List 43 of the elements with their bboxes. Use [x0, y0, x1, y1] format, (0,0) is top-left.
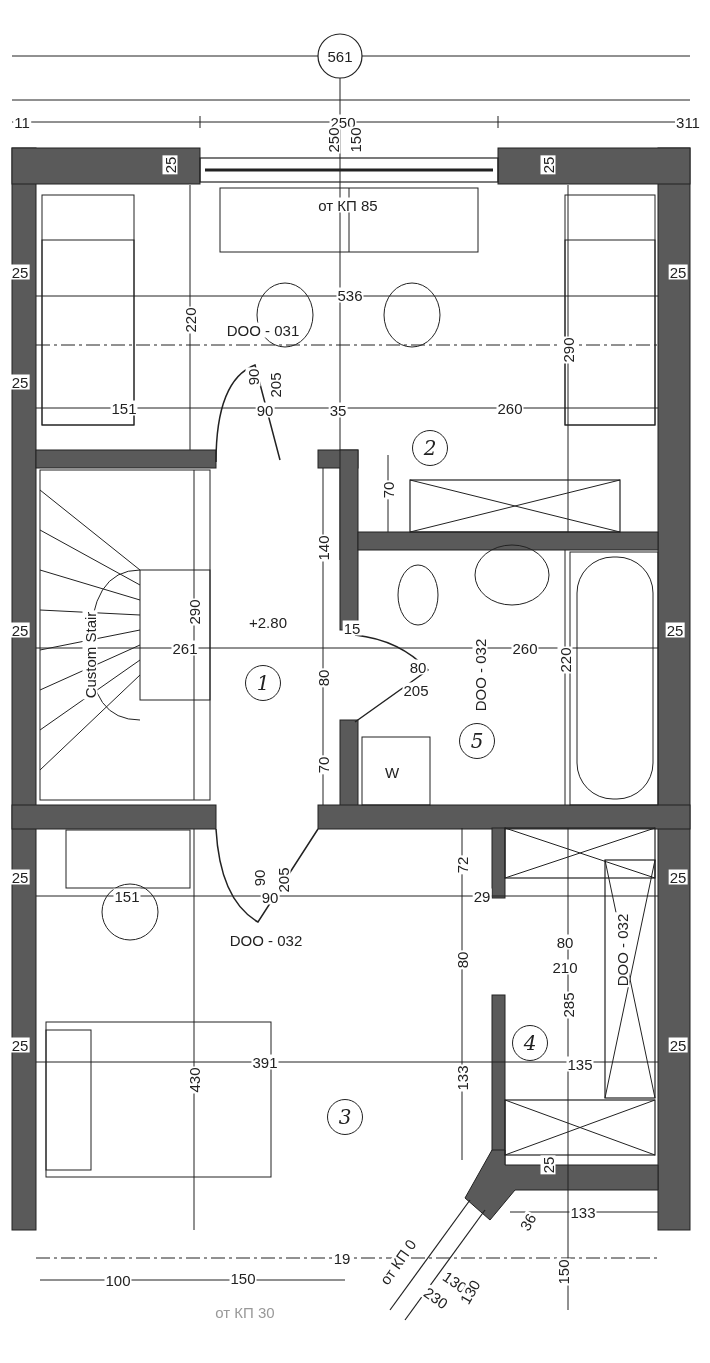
dimension-label: 290	[560, 336, 576, 364]
dimension-label: 15	[342, 620, 362, 636]
door-code-label: DOO - 032	[472, 637, 488, 713]
dimension-label: 90	[255, 402, 275, 418]
dimension-label: 25	[665, 622, 685, 638]
dimension-label: 25	[540, 155, 556, 175]
dimension-label: 151	[110, 400, 138, 416]
room-number: 4	[512, 1025, 548, 1061]
room-number: 2	[412, 430, 448, 466]
dimension-label: 80	[408, 659, 428, 675]
dimension-label: 150	[347, 126, 363, 154]
room-number: 1	[245, 665, 281, 701]
dimension-label: 80	[555, 934, 575, 950]
dimension-label: 90	[245, 367, 261, 387]
dimension-label: 391	[251, 1054, 279, 1070]
dimension-label: 135	[566, 1056, 594, 1072]
dimension-label: 35	[328, 402, 348, 418]
dimension-label: 536	[336, 287, 364, 303]
dimension-label: 25	[10, 264, 30, 280]
dimension-label: 220	[557, 646, 573, 674]
dimension-label: 25	[668, 264, 688, 280]
dimension-label: 261	[171, 640, 199, 656]
dimension-label: 25	[668, 1037, 688, 1053]
dimension-label: 25	[10, 1037, 30, 1053]
note-label: от КП 85	[317, 197, 379, 213]
room-number: 3	[327, 1099, 363, 1135]
dimension-label: 25	[540, 1155, 556, 1175]
dimension-label: 210	[551, 959, 579, 975]
dimension-label: 205	[402, 682, 430, 698]
dimension-label: 25	[10, 869, 30, 885]
dimension-label: 25	[668, 869, 688, 885]
dimension-label: 90	[260, 889, 280, 905]
dimension-label: 25	[162, 155, 178, 175]
stair-label: Custom Stair	[82, 610, 98, 700]
door-code-label: DOO - 031	[225, 322, 301, 338]
dimension-label: 205	[275, 866, 291, 894]
grid-axis-label: 561	[326, 48, 354, 64]
door-code-label: DOO - 032	[614, 912, 630, 988]
room-number: 5	[459, 723, 495, 759]
dimension-label: 150	[555, 1258, 571, 1286]
dimension-label: 25	[10, 622, 30, 638]
dimension-label: 151	[113, 888, 141, 904]
dimension-label: 25	[10, 374, 30, 390]
